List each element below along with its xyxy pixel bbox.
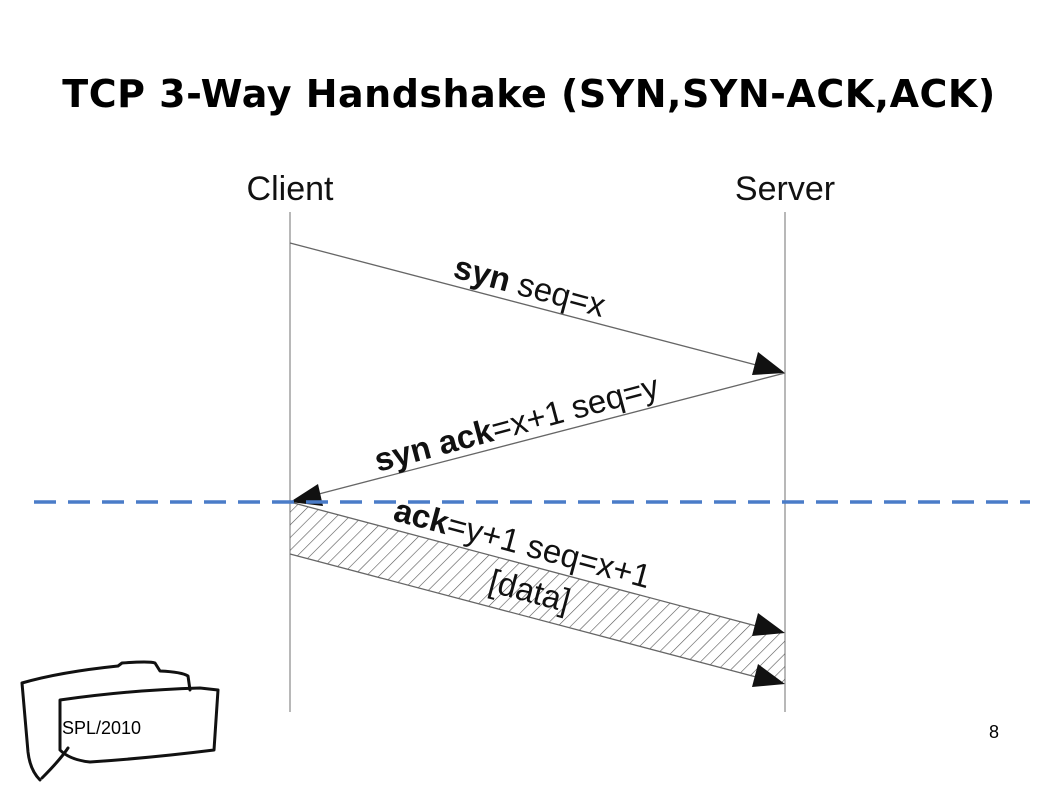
syn-ack-label: syn ack=x+1 seq=y <box>370 367 663 479</box>
folder-icon <box>20 660 220 782</box>
ack-arrowhead-top <box>752 613 785 636</box>
syn-ack-arrow-line <box>314 372 786 496</box>
server-label: Server <box>735 170 835 208</box>
data-band <box>290 502 785 684</box>
client-label: Client <box>247 170 334 208</box>
slide-title: TCP 3-Way Handshake (SYN,SYN-ACK,ACK) <box>62 72 996 116</box>
syn-arrow-line <box>289 242 761 367</box>
ack-arrow-line-bottom <box>289 553 761 679</box>
page-number: 8 <box>989 722 1000 742</box>
ack-arrowhead-bottom <box>752 664 785 687</box>
syn-label: syn seq=x <box>450 248 610 324</box>
syn-arrowhead <box>752 352 785 375</box>
ack-arrow-line-top <box>289 501 761 628</box>
footer-label: SPL/2010 <box>62 718 142 738</box>
